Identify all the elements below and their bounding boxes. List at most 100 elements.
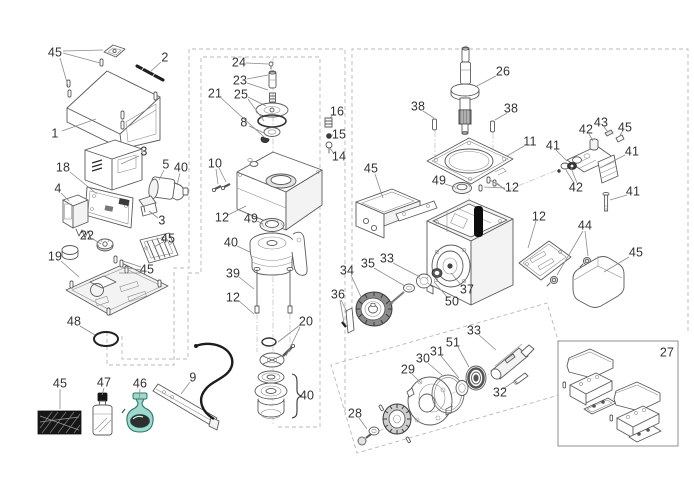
part-key (341, 307, 355, 334)
part-adhesive-pad (37, 410, 82, 435)
part-washer-and-bolt (388, 283, 415, 306)
part-bearing-upper (259, 218, 285, 232)
leader-line (122, 260, 142, 268)
part-clamp (138, 195, 158, 217)
cover-plate-and-screws (66, 44, 158, 130)
leader-line (218, 167, 227, 183)
leader-line (60, 192, 70, 202)
part-release-lever (557, 129, 625, 212)
leader-line (603, 256, 630, 273)
part-base-plate (65, 255, 169, 316)
part-output-shaft (450, 46, 480, 135)
leader-line (358, 417, 368, 430)
part-dowel-pins (432, 118, 495, 133)
leader-line (238, 300, 255, 315)
part-cover-right (572, 256, 625, 308)
part-bearing-right-upper (452, 182, 472, 194)
leader-line (450, 272, 463, 287)
part-switch (62, 194, 92, 240)
leader-line (433, 281, 449, 299)
leader-line (59, 57, 69, 87)
leader-line (328, 115, 333, 120)
leader-line (584, 230, 589, 257)
leader-line (247, 98, 265, 122)
part-gearbox-housing (426, 176, 514, 306)
leader-line (62, 49, 104, 52)
part-gasket-plate (426, 137, 514, 185)
leader-line (220, 97, 265, 138)
leader-line (153, 241, 164, 248)
part-mount-bracket-left (355, 188, 438, 239)
leader-line (79, 325, 96, 336)
leader-line (339, 299, 345, 324)
kit-assembly-a (562, 348, 617, 415)
part-bearing-small (260, 127, 281, 143)
leader-line (444, 183, 455, 188)
leader-line (247, 96, 267, 107)
leader-line (120, 266, 142, 271)
part-seal-and-spring-washer (259, 337, 296, 368)
kit-assembly-b (609, 381, 662, 443)
leader-line (556, 230, 584, 276)
leader-line (236, 245, 251, 253)
part-foundation-rail (152, 383, 220, 431)
leader-line (422, 110, 435, 119)
leader-line (496, 182, 506, 191)
leader-line (588, 133, 594, 142)
part-screw-top (268, 61, 274, 70)
part-oil-tank (236, 151, 323, 231)
part-worm-gear (355, 291, 393, 327)
leader-line (350, 274, 363, 300)
part-long-screws (253, 266, 294, 314)
leader-line (101, 387, 105, 396)
leader-line (457, 346, 470, 368)
leader-line (340, 299, 348, 313)
part-spring-ball-screw (324, 117, 333, 154)
leader-line (246, 74, 269, 80)
part-ring-race (431, 268, 443, 278)
leader-line (478, 334, 497, 351)
leader-line (256, 220, 264, 225)
leader-line (483, 186, 506, 189)
leader-line (248, 125, 265, 134)
leader-line (138, 388, 141, 401)
leader-line (618, 131, 623, 138)
leader-line (238, 276, 255, 290)
leader-line (149, 61, 162, 73)
leader-line (502, 380, 516, 390)
part-seal-ring (455, 380, 469, 396)
leader-line (62, 52, 101, 64)
part-release-valve-teal (121, 392, 154, 433)
leader-line (215, 168, 219, 185)
part-grease-bottle (92, 392, 113, 436)
part-small-gear (96, 238, 114, 252)
leader-line (180, 381, 191, 395)
leader-line (427, 362, 444, 377)
leader-line (392, 262, 421, 278)
assembly-boundary-boxes (106, 48, 689, 454)
leader-line (494, 112, 508, 121)
leader-line (246, 82, 269, 91)
part-pinion-gear (378, 403, 412, 444)
part-screws-pair (211, 183, 231, 193)
leader-line (69, 171, 98, 195)
part-bearing-mid (416, 273, 432, 289)
leader-line (60, 260, 80, 278)
part-bearing-lower (465, 365, 487, 391)
part-control-board (84, 186, 134, 229)
part-worm-shaft (490, 343, 535, 380)
part-housing (84, 139, 143, 191)
part-side-plate (518, 240, 572, 281)
part-motor-bolt-washer (357, 426, 380, 446)
part-terminal-block (139, 232, 179, 264)
leader-line (120, 155, 140, 165)
leader-line (92, 238, 102, 245)
leader-line (570, 167, 578, 184)
leader-line (176, 172, 181, 186)
part-bar (135, 64, 165, 82)
part-cable (194, 342, 234, 421)
leader-line (411, 373, 422, 384)
leader-line (158, 169, 165, 181)
leader-line (555, 149, 568, 162)
